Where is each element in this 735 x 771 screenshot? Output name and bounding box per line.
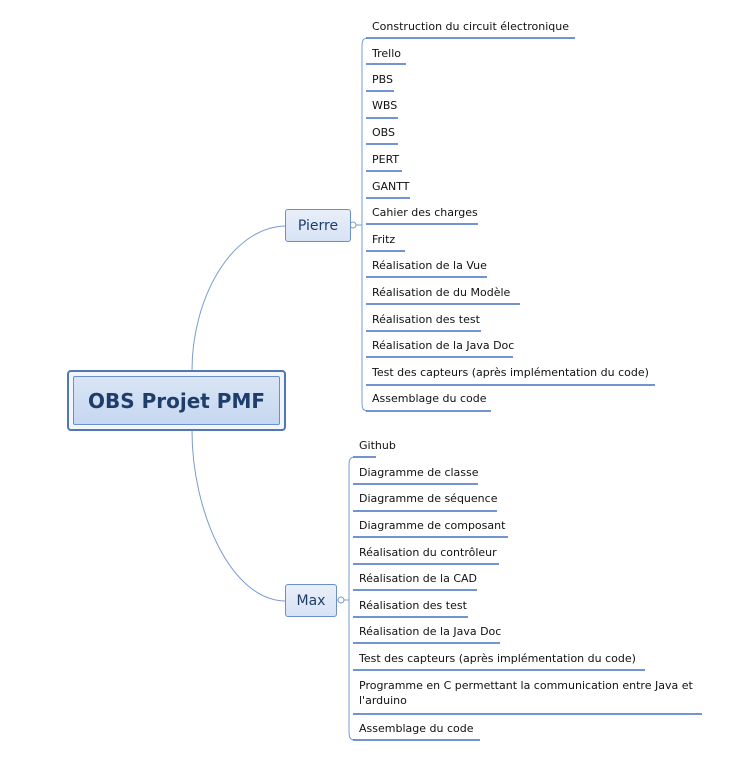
branch-label-max: Max [296,592,326,609]
pierre-item-13[interactable]: Réalisation de la Java Doc [372,338,514,353]
pierre-item-3[interactable]: PBS [372,72,393,87]
pierre-item-15[interactable]: Assemblage du code [372,391,486,406]
max-item-label: Programme en C permettant la communicati… [359,679,693,707]
max-item-label: Réalisation de la CAD [359,572,478,585]
pierre-item-12[interactable]: Réalisation des test [372,312,480,327]
max-item-8[interactable]: Réalisation de la Java Doc [359,624,501,639]
pierre-item-label: Trello [372,47,401,60]
pierre-item-label: Fritz [372,233,396,246]
pierre-item-label: Réalisation des test [372,313,480,326]
max-item-label: Test des capteurs (après implémentation … [359,652,636,665]
pierre-item-label: PERT [372,153,400,166]
pierre-item-6[interactable]: PERT [372,152,399,167]
max-item-6[interactable]: Réalisation de la CAD [359,571,477,586]
root-to-pierre-curve [191,225,286,371]
max-item-label: Réalisation du contrôleur [359,546,497,559]
pierre-item-2[interactable]: Trello [372,46,401,61]
pierre-item-label: GANTT [372,180,410,193]
branch-topic-pierre[interactable]: Pierre [285,209,351,242]
pierre-item-14[interactable]: Test des capteurs (après implémentation … [372,365,649,380]
pierre-item-label: Test des capteurs (après implémentation … [372,366,649,379]
max-item-label: Réalisation des test [359,599,467,612]
pierre-item-7[interactable]: GANTT [372,179,410,194]
max-item-label: Assemblage du code [359,722,474,735]
max-item-label: Diagramme de composant [359,519,506,532]
pierre-item-10[interactable]: Réalisation de la Vue [372,258,487,273]
max-item-label: Github [359,439,396,452]
pierre-item-8[interactable]: Cahier des charges [372,205,478,220]
max-item-11[interactable]: Assemblage du code [359,721,473,736]
pierre-item-5[interactable]: OBS [372,125,395,140]
max-item-7[interactable]: Réalisation des test [359,598,467,613]
max-spine [348,456,356,741]
pierre-item-11[interactable]: Réalisation de du Modèle [372,285,510,300]
pierre-item-label: Assemblage du code [372,392,487,405]
max-item-9[interactable]: Test des capteurs (après implémentation … [359,651,636,666]
root-topic[interactable]: OBS Projet PMF [67,370,286,431]
branch-topic-max[interactable]: Max [285,584,337,617]
max-item-label: Diagramme de séquence [359,492,498,505]
root-to-max-curve [191,430,286,602]
pierre-item-4[interactable]: WBS [372,98,397,113]
max-item-10[interactable]: Programme en C permettant la communicati… [359,678,698,708]
max-item-5[interactable]: Réalisation du contrôleur [359,545,497,560]
pierre-item-label: Réalisation de du Modèle [372,286,511,299]
max-item-2[interactable]: Diagramme de classe [359,465,479,480]
max-collapse-toggle[interactable] [337,596,345,604]
branch-label-pierre: Pierre [297,217,339,234]
pierre-item-1[interactable]: Construction du circuit électronique [372,19,569,34]
pierre-item-label: WBS [372,99,398,112]
pierre-item-label: Construction du circuit électronique [372,20,569,33]
max-item-1[interactable]: Github [359,438,396,453]
max-item-3[interactable]: Diagramme de séquence [359,491,497,506]
pierre-item-9[interactable]: Fritz [372,232,395,247]
pierre-item-label: PBS [372,73,393,86]
pierre-item-label: Réalisation de la Java Doc [372,339,515,352]
pierre-item-label: OBS [372,126,395,139]
pierre-item-label: Cahier des charges [372,206,478,219]
pierre-item-label: Réalisation de la Vue [372,259,487,272]
max-item-label: Réalisation de la Java Doc [359,625,502,638]
max-item-4[interactable]: Diagramme de composant [359,518,505,533]
max-item-label: Diagramme de classe [359,466,479,479]
root-topic-label: OBS Projet PMF [73,376,280,425]
